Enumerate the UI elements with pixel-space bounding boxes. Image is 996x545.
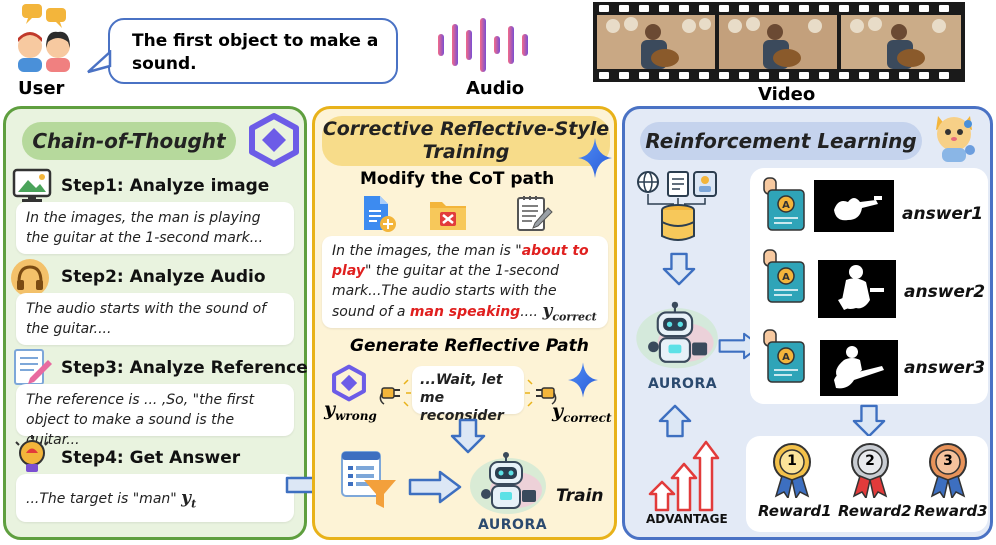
step4-box: ...The target is "man" yt bbox=[16, 474, 294, 522]
query-text: The first object to make a sound. bbox=[132, 31, 379, 74]
silver-medal-icon: 2 bbox=[848, 440, 892, 500]
reflect-title: Generate Reflective Path bbox=[350, 336, 589, 356]
query-bubble: The first object to make a sound. bbox=[108, 18, 398, 84]
reflect-box: ...Wait, let me reconsider bbox=[412, 366, 524, 424]
aurora-robot-icon bbox=[466, 450, 548, 516]
corrected-text-3: .... bbox=[520, 304, 539, 320]
user-icon bbox=[8, 2, 80, 74]
reward-label-2: Reward2 bbox=[838, 502, 912, 520]
corrected-highlight-2: man speaking bbox=[409, 304, 521, 320]
step3-title: Step3: Analyze Reference bbox=[61, 358, 308, 378]
up-arrow-icon bbox=[658, 404, 692, 438]
crt-title: Corrective Reflective-Style Training bbox=[322, 116, 610, 166]
corrected-box: In the images, the man is "about to play… bbox=[322, 236, 608, 328]
mask-image-2 bbox=[818, 260, 896, 318]
delete-folder-icon bbox=[428, 196, 468, 234]
headphones-icon bbox=[10, 258, 50, 298]
y-correct2-var: ycorrect bbox=[552, 400, 612, 425]
edit-notepad-icon bbox=[514, 194, 554, 234]
gemini-star-icon bbox=[578, 138, 612, 178]
y-correct-y: y bbox=[542, 301, 553, 321]
medal-number-2: 2 bbox=[865, 453, 875, 469]
aurora-label-train: AURORA bbox=[478, 517, 548, 533]
data-sources-icon bbox=[636, 170, 722, 246]
answer-label-1: answer1 bbox=[902, 204, 984, 224]
plug-left-icon bbox=[378, 378, 412, 408]
rl-title: Reinforcement Learning bbox=[640, 122, 922, 160]
modify-title: Modify the CoT path bbox=[360, 169, 555, 189]
corrected-highlight-1: about to play bbox=[332, 243, 589, 279]
medal-number-3: 3 bbox=[943, 453, 953, 469]
step3-box: The reference is ... ,So, "the first obj… bbox=[16, 384, 294, 448]
aurora-robot-rl-icon bbox=[632, 298, 720, 372]
rl-title-text: Reinforcement Learning bbox=[645, 129, 917, 153]
user-label: User bbox=[18, 78, 65, 99]
y-correct-sub: correct bbox=[552, 310, 597, 324]
down-arrow-icon-reward bbox=[852, 404, 886, 438]
video-filmstrip bbox=[593, 2, 965, 82]
step1-box: In the images, the man is playing the gu… bbox=[16, 202, 294, 254]
answer-card-icon-2: A bbox=[760, 248, 808, 304]
mask-image-3 bbox=[820, 340, 898, 396]
right-arrow-icon-2 bbox=[408, 470, 462, 504]
svg-text:A: A bbox=[782, 352, 790, 363]
step2-title: Step2: Analyze Audio bbox=[61, 267, 266, 287]
cot-title: Chain-of-Thought bbox=[22, 122, 236, 160]
aurora-label-rl: AURORA bbox=[648, 376, 718, 392]
step2-box: The audio starts with the sound of the g… bbox=[16, 293, 294, 345]
video-label: Video bbox=[758, 84, 816, 105]
cot-title-text: Chain-of-Thought bbox=[32, 129, 226, 153]
corrected-text-1: In the images, the man is " bbox=[332, 243, 522, 259]
audio-waveform-icon bbox=[434, 16, 544, 74]
step2-text: The audio starts with the sound of the g… bbox=[26, 301, 267, 337]
lightbulb-icon bbox=[12, 434, 52, 476]
audio-label: Audio bbox=[466, 78, 525, 99]
qwen-small-icon bbox=[330, 364, 368, 402]
plug-right-icon bbox=[524, 378, 558, 408]
mask-image-1 bbox=[814, 180, 894, 232]
bubble-tail-icon bbox=[87, 50, 112, 74]
gemini-small-icon bbox=[568, 360, 598, 400]
svg-text:A: A bbox=[782, 272, 790, 283]
answer-label-2: answer2 bbox=[904, 282, 986, 302]
step4-text: ...The target is "man" bbox=[26, 491, 177, 507]
answer-card-icon-1: A bbox=[760, 176, 808, 232]
down-arrow-icon bbox=[450, 418, 486, 454]
down-arrow-icon-rl bbox=[662, 252, 696, 286]
reward-label-3: Reward3 bbox=[914, 502, 988, 520]
step1-title: Step1: Analyze image bbox=[61, 176, 270, 196]
y-correct2-sub: correct bbox=[563, 410, 612, 425]
step4-var-sub: t bbox=[191, 497, 197, 511]
answer-label-3: answer3 bbox=[904, 358, 986, 378]
step1-text: In the images, the man is playing the gu… bbox=[26, 210, 264, 246]
add-document-icon bbox=[360, 194, 398, 234]
answer-card-icon-3: A bbox=[760, 328, 808, 384]
y-wrong-sub: wrong bbox=[335, 408, 377, 423]
image-icon bbox=[12, 168, 52, 204]
corrected-text-2: " the guitar at the 1-second mark...The … bbox=[332, 263, 560, 320]
notepad-pencil-icon bbox=[12, 346, 54, 388]
step4-var-y: y bbox=[181, 488, 192, 508]
train-label: Train bbox=[556, 486, 604, 506]
step3-text: The reference is ... ,So, "the first obj… bbox=[26, 392, 255, 448]
step4-var: yt bbox=[181, 488, 197, 511]
advantage-label: ADVANTAGE bbox=[646, 512, 728, 526]
gold-medal-icon: 1 bbox=[770, 440, 814, 500]
step4-title: Step4: Get Answer bbox=[61, 448, 241, 468]
y-correct-var: ycorrect bbox=[542, 301, 597, 324]
advantage-arrows-icon bbox=[648, 438, 724, 512]
data-filter-icon bbox=[340, 450, 400, 512]
crt-title-text: Corrective Reflective-Style Training bbox=[322, 118, 610, 163]
y-wrong-var: ywrong bbox=[324, 398, 377, 423]
y-wrong-y: y bbox=[324, 398, 336, 420]
y-correct2-y: y bbox=[552, 400, 564, 422]
reflect-text: ...Wait, let me reconsider bbox=[420, 372, 504, 424]
reward-label-1: Reward1 bbox=[758, 502, 832, 520]
qwen-logo-icon bbox=[246, 112, 302, 168]
cat-mascot-icon bbox=[928, 108, 980, 164]
bronze-medal-icon: 3 bbox=[926, 440, 970, 500]
svg-text:A: A bbox=[782, 200, 790, 211]
medal-number-1: 1 bbox=[787, 453, 797, 469]
